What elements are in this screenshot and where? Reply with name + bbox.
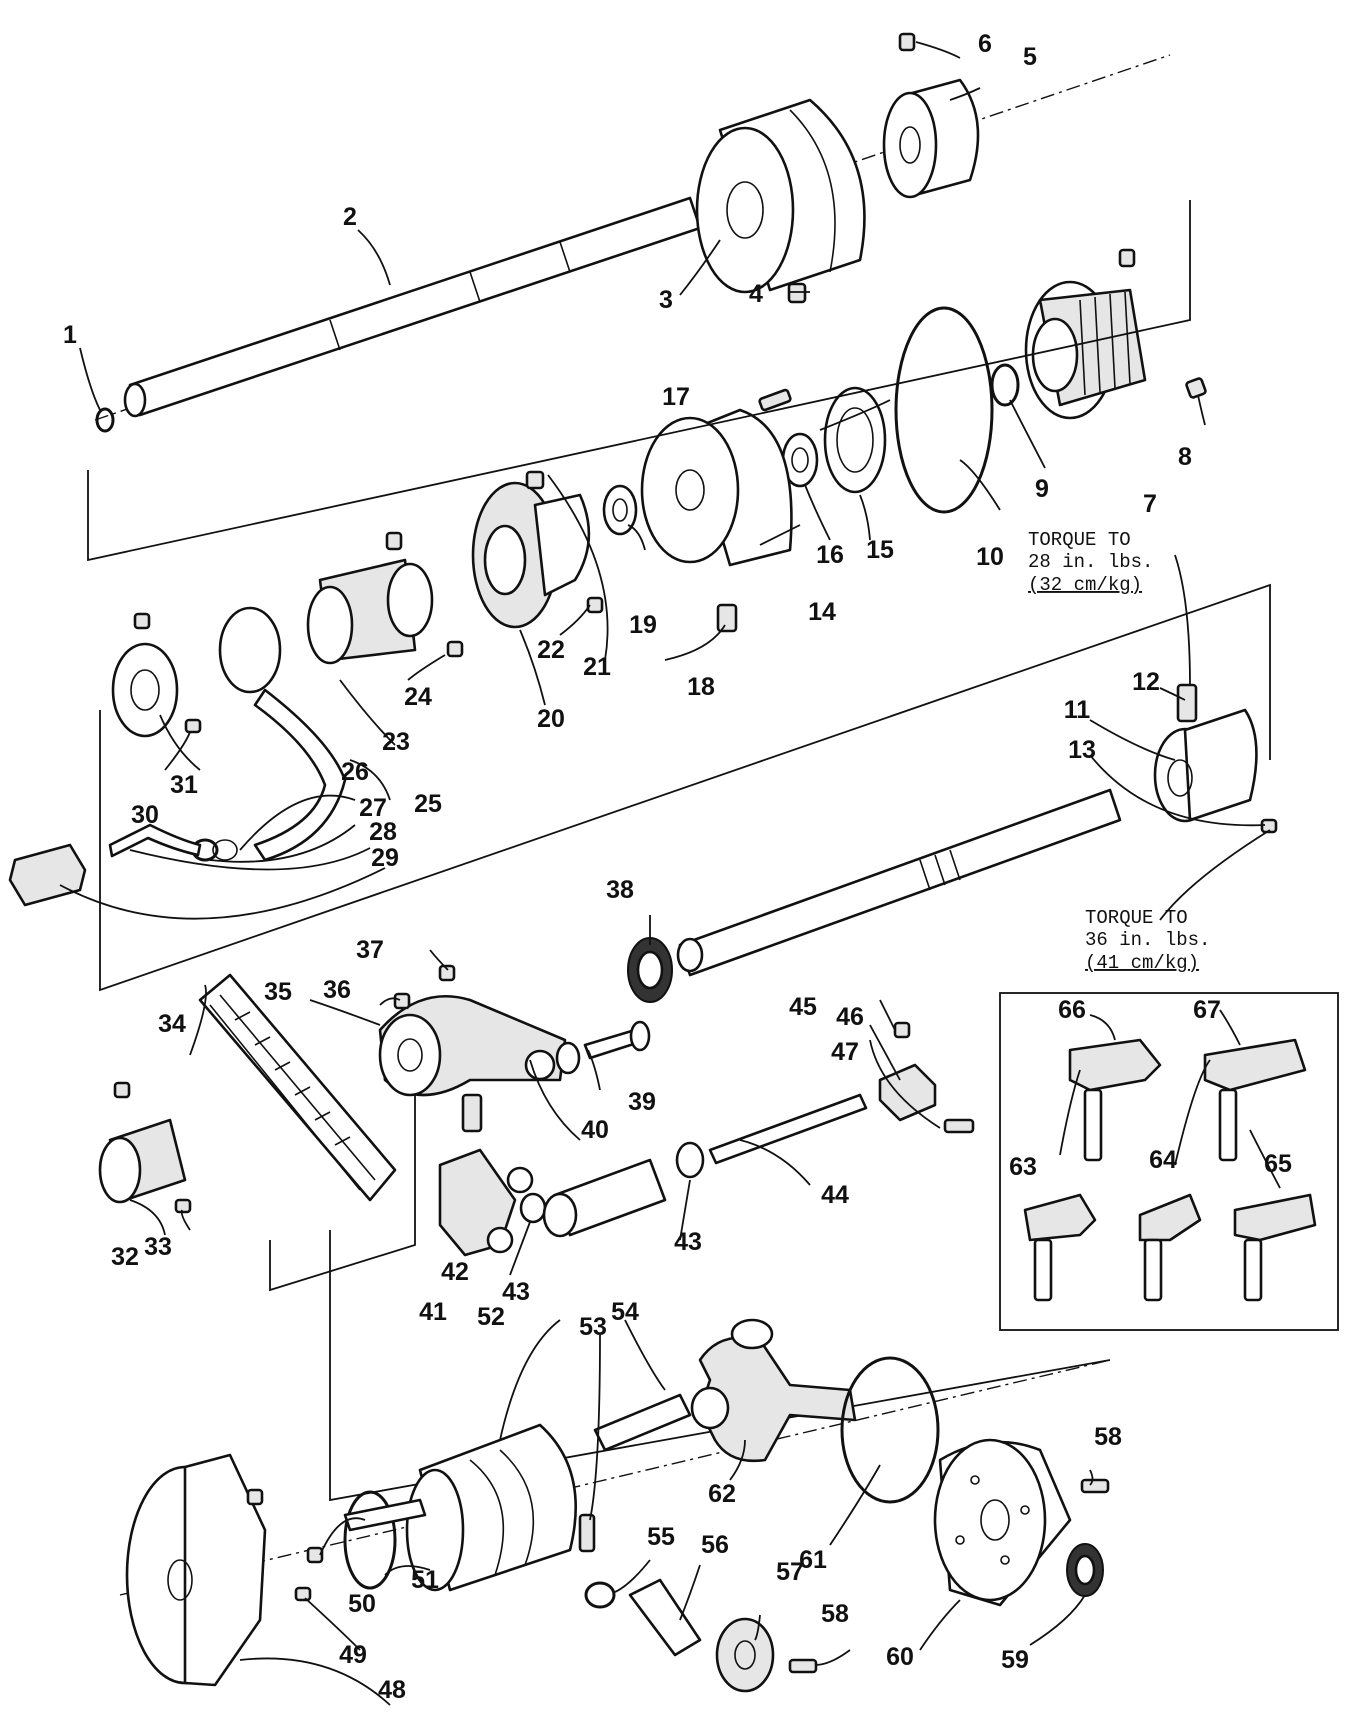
callout-35: 35: [264, 978, 292, 1006]
callout-10: 10: [976, 543, 1004, 571]
callout-17: 17: [662, 383, 690, 411]
callout-25: 25: [414, 790, 442, 818]
callout-43: 43: [502, 1278, 530, 1306]
callout-36: 36: [323, 976, 351, 1004]
callout-22: 22: [537, 636, 565, 664]
callout-38: 38: [606, 876, 634, 904]
callout-58b: 58: [821, 1600, 849, 1628]
callout-40: 40: [581, 1116, 609, 1144]
callout-18: 18: [687, 673, 715, 701]
callout-13: 13: [1068, 736, 1096, 764]
callout-62: 62: [708, 1480, 736, 1508]
callout-11: 11: [1064, 696, 1091, 724]
torque-b-line1: TORQUE TO: [1085, 907, 1188, 929]
callout-55: 55: [647, 1523, 675, 1551]
callout-63: 63: [1009, 1153, 1037, 1181]
callout-64: 64: [1149, 1146, 1177, 1174]
callout-61: 61: [799, 1546, 827, 1574]
callout-41: 41: [419, 1298, 447, 1326]
callout-4: 4: [749, 280, 763, 308]
torque-a-line1: TORQUE TO: [1028, 529, 1131, 551]
main-shaft-assembly: [8, 32, 1278, 1003]
callout-24: 24: [404, 683, 432, 711]
torque-b-line3: (41 cm/kg): [1085, 952, 1199, 974]
callout-21: 21: [583, 653, 611, 681]
callout-52: 52: [477, 1303, 505, 1331]
callout-42: 42: [441, 1258, 469, 1286]
callout-65: 65: [1264, 1150, 1292, 1178]
lower-assembly: [119, 1318, 1111, 1693]
callout-numbers: 1 2 3 4 5 6 7 8 9 10 11 12 13 14 15 16 1…: [63, 30, 1292, 1704]
callout-58: 58: [1094, 1423, 1122, 1451]
callout-20: 20: [537, 705, 565, 733]
callout-50: 50: [348, 1590, 376, 1618]
callout-37: 37: [356, 936, 384, 964]
callout-39: 39: [628, 1088, 656, 1116]
feed-dog-parts-inset: [1023, 1038, 1317, 1302]
callout-33: 33: [144, 1233, 172, 1261]
callout-31: 31: [170, 771, 198, 799]
callout-6: 6: [978, 30, 992, 58]
callout-47: 47: [831, 1038, 859, 1066]
callout-8: 8: [1178, 443, 1192, 471]
callout-7: 7: [1143, 490, 1157, 518]
drive-link-assembly: [98, 964, 975, 1257]
callout-53: 53: [579, 1313, 607, 1341]
callout-34: 34: [158, 1010, 186, 1038]
callout-19: 19: [629, 611, 657, 639]
leader-lines: [59, 41, 1281, 1706]
callout-45: 45: [789, 993, 817, 1021]
callout-15: 15: [866, 536, 894, 564]
callout-2: 2: [343, 203, 357, 231]
callout-16: 16: [816, 541, 844, 569]
callout-30: 30: [131, 801, 159, 829]
callout-28: 28: [369, 818, 397, 846]
torque-a-line2: 28 in. lbs.: [1028, 551, 1153, 573]
callout-43b: 43: [674, 1228, 702, 1256]
callout-1: 1: [63, 321, 77, 349]
callout-14: 14: [808, 598, 836, 626]
callout-49: 49: [339, 1641, 367, 1669]
callout-26: 26: [341, 758, 369, 786]
callout-27: 27: [359, 794, 387, 822]
callout-51: 51: [411, 1566, 439, 1594]
callout-9: 9: [1035, 475, 1049, 503]
torque-b-line2: 36 in. lbs.: [1085, 929, 1210, 951]
callout-5: 5: [1023, 43, 1037, 71]
callout-60: 60: [886, 1643, 914, 1671]
torque-a-line3: (32 cm/kg): [1028, 574, 1142, 596]
callout-12: 12: [1132, 668, 1160, 696]
callout-46: 46: [836, 1003, 864, 1031]
callout-59: 59: [1001, 1646, 1029, 1674]
callout-32: 32: [111, 1243, 139, 1271]
callout-54: 54: [611, 1298, 639, 1326]
callout-29: 29: [371, 844, 399, 872]
callout-57: 57: [776, 1558, 804, 1586]
callout-3: 3: [659, 286, 673, 314]
torque-note-b: TORQUE TO 36 in. lbs. (41 cm/kg): [1085, 907, 1210, 974]
callout-66: 66: [1058, 996, 1086, 1024]
callout-48: 48: [378, 1676, 406, 1704]
callout-56: 56: [701, 1531, 729, 1559]
callout-67: 67: [1193, 996, 1221, 1024]
torque-note-a: TORQUE TO 28 in. lbs. (32 cm/kg): [1028, 529, 1153, 596]
callout-23: 23: [382, 728, 410, 756]
callout-44: 44: [821, 1181, 849, 1209]
